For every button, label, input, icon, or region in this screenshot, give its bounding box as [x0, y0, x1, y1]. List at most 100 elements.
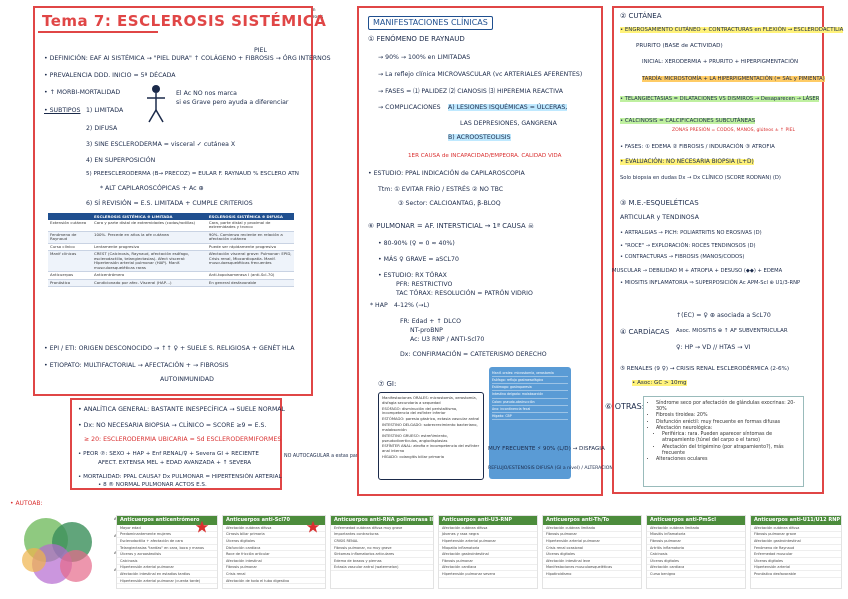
gi-item: Manifestaciones ORALES: microstomía, xer…: [382, 396, 480, 406]
autoantibody-venn-diagram: [14, 512, 112, 592]
card-item: Afectación cardíaca: [439, 565, 537, 572]
analitica-line: • ANALÍTICA GENERAL: BASTANTE INESPECÍFI…: [78, 406, 285, 414]
mortalidad-line: • MORTALIDAD: PPAL CAUSA? Dx PULMONAR = …: [78, 474, 282, 481]
subtipo-1: 1) LIMITADA: [86, 107, 123, 115]
card-item: Afectación de todo el tubo digestivo: [223, 578, 325, 585]
hap-label: * HAP: [370, 302, 388, 310]
fases-line: • FASES: ① EDEMA ② FIBROSIS / INDURACIÓN…: [620, 144, 775, 151]
popup-row: Manif. orales: microstomía, xerostomía: [492, 370, 568, 377]
pulmonar-line-4: PFR: RESTRICTIVO: [396, 281, 452, 289]
cardiacas-line-2: Asoc. MIOSITIS ⊕ ↑ AF SUBVENTRICULAR: [676, 328, 788, 335]
estudio-line: • ESTUDIO: PPAL INDICACIÓN de CAPILAROSC…: [368, 170, 525, 178]
subtipo-3: 3) SINE ESCLERODERMA = visceral ✓ cutáne…: [86, 141, 235, 149]
table-cell: 100%. Precede en años la afe cutánea: [92, 231, 207, 243]
card-item: Roce de fricción articular: [223, 551, 325, 558]
card-title: Anticuerpos anti-PmScl: [647, 516, 745, 525]
me-line-1: ARTICULAR y TENDINOSA: [620, 214, 699, 222]
popup-row: Hígado: CBP: [492, 413, 568, 420]
list-item: Alteraciones oculares: [656, 457, 797, 463]
card-item: Fibrosis pulmonar: [647, 538, 745, 545]
card-item: Afectación intestinal leve: [543, 558, 641, 565]
gi-item: INTESTINO DELGADO: sobrecrecimiento bact…: [382, 423, 480, 433]
card-item: Fibrosis pulmonar grave: [751, 532, 841, 539]
table-cell: Condicionado por afec. Visceral (HAP…): [92, 279, 207, 286]
peor-pronostico-line: • PEOR ℗: SEXO + HAP + Enf RENAL/♀ + Sev…: [78, 451, 259, 458]
card-item: Afectación cutánea difusa: [439, 525, 537, 532]
card-item: Afectación intestinal: [223, 558, 325, 565]
gi-box: Manifestaciones ORALES: microstomía, xer…: [378, 392, 484, 480]
musculoesqueleticas-heading: ③ M.E.-ESQUELÉTICAS: [620, 199, 699, 208]
gi-item: ESÓFAGO: disminución del peristaltismo, …: [382, 407, 480, 417]
dx-sub-line: ≥ 20: ESCLERODERMIA UBICARIA = Sd ESCLER…: [84, 436, 281, 444]
pulmonar-line-1: • 80-90% (♀ ≈ 0 ≈ 40%): [378, 240, 455, 248]
complicaciones-a-text: A) LESIONES ISQUÉMICAS = ÚLCERAS,: [448, 104, 567, 111]
card-item: Edema de brazos y piernas: [331, 558, 433, 565]
table-cell: Puede ser rápidamente progresivo: [207, 243, 294, 250]
etiopato-line: • ETIOPATO: MULTIFACTORIAL → AFECTACIÓN …: [44, 362, 229, 370]
card-item: Enfermedad muscular: [751, 551, 841, 558]
table-cell: Cara y parte distal de extremidades (cod…: [92, 220, 207, 231]
muscular-line: MUSCULAR → DEBILIDAD M + ATROFIA + DESUS…: [612, 268, 782, 275]
card-item: Fenómeno de Raynaud: [751, 545, 841, 552]
table-row: Curso clínicoLentamente progresivoPuede …: [48, 243, 294, 250]
hap-line-1: 4-12% (→L): [394, 302, 429, 310]
list-item: Síndrome seco por afectación de glándula…: [656, 401, 797, 413]
subtipo-6: 6) SÍ REVISIÓN = E.S. LIMITADA + CUMPLE …: [86, 200, 253, 208]
card-item: Hipertensión arterial pulmonar (cuenta t…: [117, 578, 217, 585]
card-item: Pronóstico desfavorable: [751, 571, 841, 578]
calcinosis-line-2: ZONAS PRESIÓN = CODOS, MANOS, glúteos ± …: [672, 128, 795, 134]
definicion-line: • DEFINICIÓN: EAF AI SISTÉMICA → "PIEL D…: [44, 55, 331, 63]
prevalencia-line: • PREVALENCIA DDD. INICIO = 5ª DÉCADA: [44, 72, 176, 80]
cutanea-line-1-text: • ENGROSAMIENTO CUTÁNEO + CONTRACTURAS e…: [620, 27, 843, 33]
card-item: Hipertensión pulmonar severa: [439, 571, 537, 578]
card-item: Úlceras digitales: [751, 558, 841, 565]
card-item: Úlceras y acroosteolisis: [117, 551, 217, 558]
card-item: Crisis renal ocasional: [543, 545, 641, 552]
evaluacion-line: • EVALUACIÓN: NO NECESARIA BIOPSIA (L+D): [620, 159, 754, 166]
popup-row: Ano: incontinencia fecal: [492, 406, 568, 413]
card-item: Úlceras digitales: [543, 551, 641, 558]
subtipo-4: 4) EN SUPERPOSICIÓN: [86, 157, 155, 165]
card-title: Anticuerpos anti-U11/U12 RNP: [751, 516, 841, 525]
card-item: Afectación gastrointestinal: [751, 538, 841, 545]
card-item: Miositis inflamatoria: [647, 532, 745, 539]
gi-heading: ⑦ GI:: [378, 380, 396, 389]
card-item: Fibrosis pulmonar: [543, 532, 641, 539]
gi-summary-popup: Manif. orales: microstomía, xerostomía E…: [489, 367, 571, 479]
telangiectasias-text: • TELANGIECTASIAS = DILATACIONES VS DISM…: [620, 96, 819, 102]
gi-frecuencia: MUY FRECUENTE ⚡ 90% (L/D) → DISFAGIA: [488, 446, 605, 453]
cutanea-line-3: INICIAL: XERODERMIA + PRURITO + HIPERPIG…: [642, 59, 798, 66]
pulmonar-heading: ⑥ PULMONAR = AF. INTERSTICIAL → 1ª CAUSA…: [368, 222, 534, 230]
ttm-line-2: ③ Sector: CALCIOANTAG, β-BLOQ: [398, 200, 501, 208]
table-row: PronósticoCondicionado por afec. Viscera…: [48, 279, 294, 286]
table-cell: Lentamente progresivo: [92, 243, 207, 250]
gi-item: INTESTINO GRUESO: estreñimiento, pseudod…: [382, 434, 480, 444]
complicaciones-b: B) ACROOSTEOLISIS: [448, 134, 511, 142]
card-item: CRISIS RENAL: [331, 538, 433, 545]
title-underline: [38, 31, 158, 33]
subtipo-5: 5) PREESCLERODERMA (B→ PRECOZ) = EULAR F…: [86, 171, 299, 178]
card-item: Enfermedad cutánea difusa muy grave: [331, 525, 433, 532]
raynaud-incapacidad-note: 1ER CAUSA de INCAPACIDAD/EMPEORA. CALIDA…: [408, 153, 561, 160]
card-item: Hipertensión arterial pulmonar: [439, 538, 537, 545]
red-star-icon: [306, 520, 320, 534]
pulmonar-line-2: • MÁS ♀ GRAVE = aSCL70: [378, 256, 459, 264]
raynaud-fases: → FASES = ⑴ PALIDEZ ⑵ CIANOSIS ⑶ HIPEREM…: [378, 88, 563, 96]
card-item: Afectación intestinal en estadios tardío…: [117, 571, 217, 578]
table-cell: Extensión cutánea: [48, 220, 92, 231]
hap-line-3: NT-proBNP: [410, 327, 443, 335]
antibody-card-anti-th-to: Anticuerpos anti-Th/To Afectación cutáne…: [542, 515, 642, 589]
complicaciones-a: A) LESIONES ISQUÉMICAS = ÚLCERAS,: [448, 104, 567, 112]
raynaud-heading: ① FENÓMENO DE RAYNAUD: [368, 35, 465, 44]
card-item: Esclerodactilia + afectación de cara: [117, 538, 217, 545]
table-cell: Curso clínico: [48, 243, 92, 250]
card-item: Síntomas inflamatorios articulares: [331, 551, 433, 558]
card-item: Fibrosis pulmonar: [439, 558, 537, 565]
card-item: Artritis inflamatoria: [647, 545, 745, 552]
card-item: Disfunción cardíaca: [223, 545, 325, 552]
antibody-card-anti-u11-u12: Anticuerpos anti-U11/U12 RNP Afectación …: [750, 515, 842, 589]
person-figure-icon: [145, 84, 167, 126]
card-item: Importantes contracturas: [331, 532, 433, 539]
ac-note-2: si es Grave pero ayuda a diferenciar: [176, 99, 288, 107]
renales-asoc-text: • Asoc: GC > 10mg: [632, 380, 687, 386]
